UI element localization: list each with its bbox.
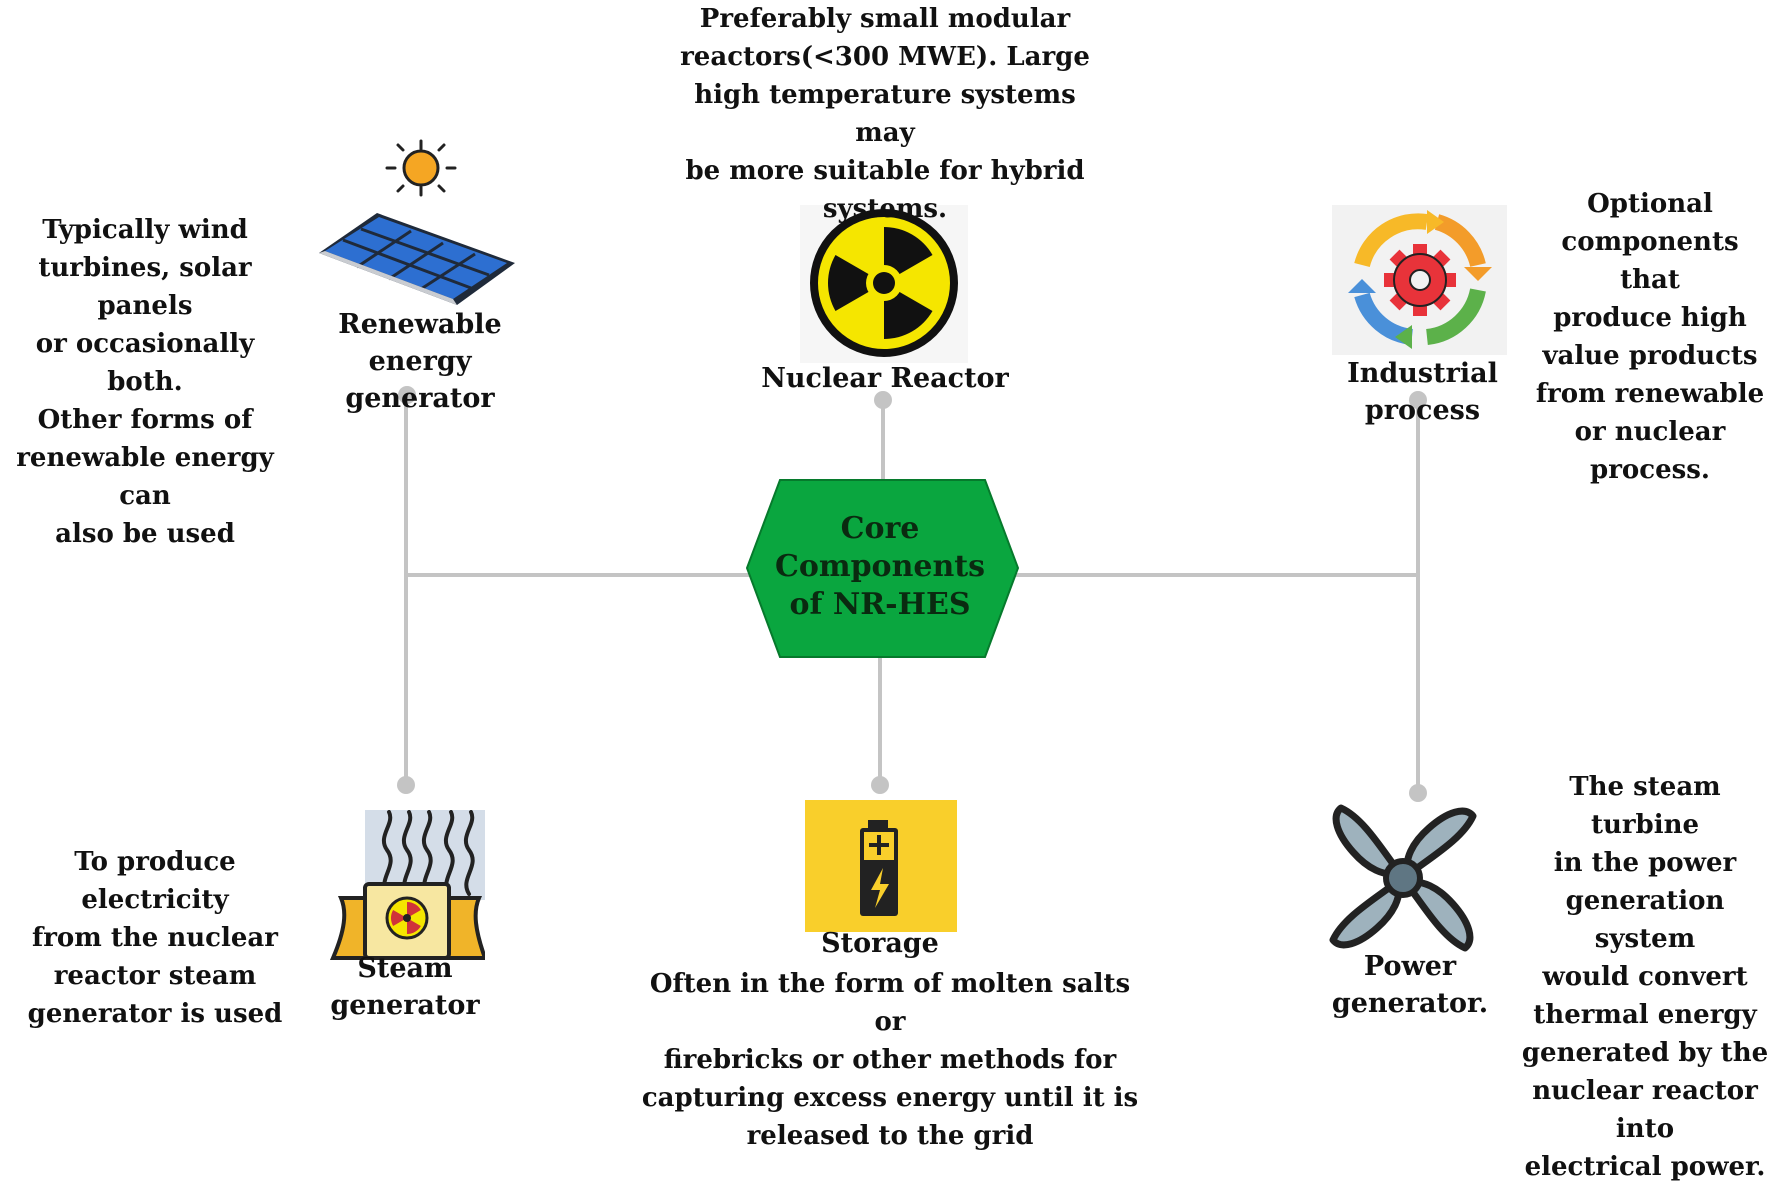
storage-description: Often in the form of molten salts or fir… — [641, 969, 1139, 1151]
solar-panel-icon — [319, 139, 515, 305]
connector-dot-industrial — [1409, 391, 1427, 409]
connector-dot-steam — [397, 776, 415, 794]
nuclear-description: Preferably small modular reactors(<300 M… — [680, 4, 1090, 224]
steam-description: To produce electricity from the nuclear … — [27, 847, 283, 1029]
power-description: The steam turbine in the power generatio… — [1521, 772, 1769, 1182]
connector-lines — [397, 386, 1427, 802]
industrial-description: Optional components that produce high va… — [1535, 189, 1765, 485]
nuclear-label: Nuclear Reactor — [761, 363, 1009, 394]
cooling-tower-icon — [329, 810, 485, 960]
connector-dot-storage — [871, 776, 889, 794]
gear-cycle-icon — [1332, 205, 1507, 355]
radiation-icon — [800, 205, 968, 363]
renewable-description: Typically wind turbines, solar panels or… — [16, 215, 274, 549]
turbine-fan-icon — [1329, 804, 1477, 952]
connector-dot-renewable — [398, 386, 416, 404]
connector-dot-nuclear — [874, 391, 892, 409]
industrial-label: Industrial process — [1347, 358, 1498, 426]
core-title: Core Components of NR-HES — [774, 511, 986, 622]
renewable-label: Renewable energy generator — [338, 309, 502, 414]
core-hexagon — [745, 479, 1020, 658]
connector-dot-power — [1409, 784, 1427, 802]
steam-label: Steam generator — [330, 953, 480, 1021]
storage-label: Storage — [821, 928, 939, 959]
battery-icon — [805, 800, 957, 932]
power-label: Power generator. — [1331, 951, 1489, 1019]
